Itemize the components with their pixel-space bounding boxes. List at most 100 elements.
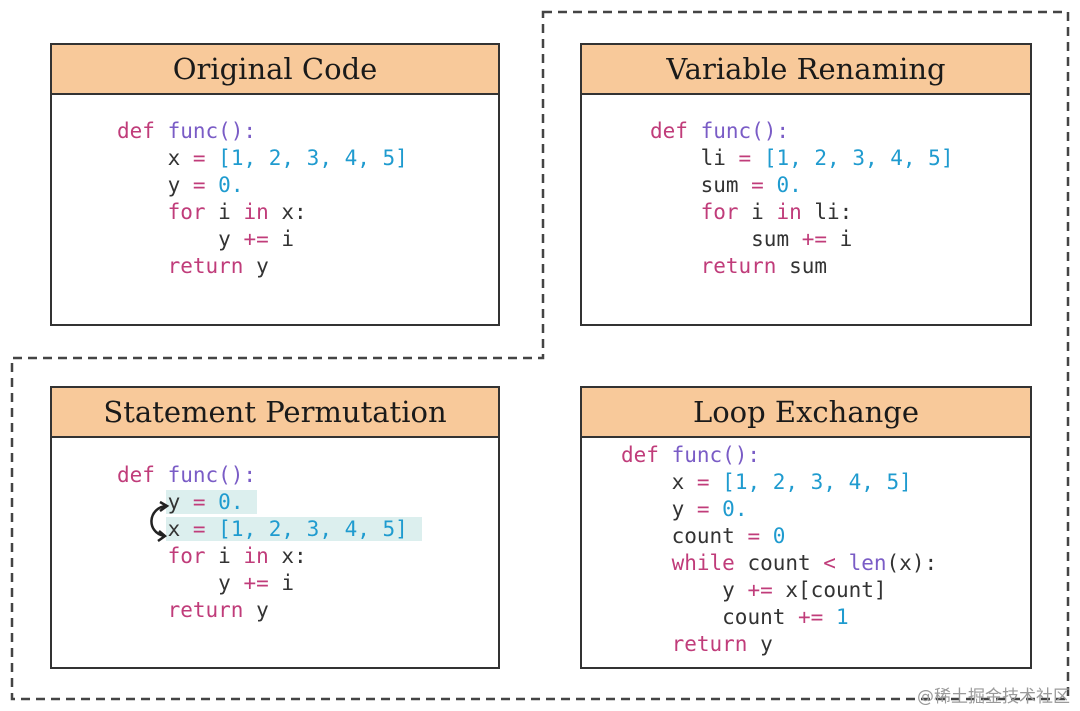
code-token: func(): xyxy=(167,463,257,487)
original-code-block: def func(): x = [1, 2, 3, 4, 5] y = 0. f… xyxy=(117,118,408,280)
code-line: for i in li: xyxy=(650,199,953,226)
code-token: = xyxy=(751,173,777,197)
code-token: def xyxy=(117,463,168,487)
code-token: += xyxy=(801,227,840,251)
code-token: = xyxy=(696,497,723,521)
code-token: x: xyxy=(281,200,307,224)
code-line: y += i xyxy=(117,226,408,253)
code-token: func(): xyxy=(167,119,257,143)
code-token: y xyxy=(760,632,773,656)
code-token: = xyxy=(738,146,764,170)
code-token: = xyxy=(696,470,723,494)
code-token: li xyxy=(700,146,739,170)
code-token: while xyxy=(671,551,748,575)
swap-arrow-icon xyxy=(150,500,170,543)
code-token: def xyxy=(650,119,701,143)
code-token: count xyxy=(671,524,748,548)
code-token: func(): xyxy=(700,119,790,143)
loop-exchange-panel: Loop Exchange xyxy=(580,386,1032,669)
code-token: i xyxy=(839,227,853,251)
code-token: li: xyxy=(814,200,853,224)
code-token: [1, 2, 3, 4, 5] xyxy=(722,470,912,494)
code-token: < xyxy=(823,551,849,575)
code-line: count += 1 xyxy=(621,604,937,631)
code-token: 0. xyxy=(776,173,802,197)
code-token: [1, 2, 3, 4, 5] xyxy=(218,146,408,170)
code-line: return sum xyxy=(650,253,953,280)
code-line: li = [1, 2, 3, 4, 5] xyxy=(650,145,954,172)
code-token: in xyxy=(243,200,282,224)
code-line: y = 0. xyxy=(117,489,422,516)
code-token: in xyxy=(243,544,282,568)
variable-renaming-panel: Variable Renaming xyxy=(580,43,1032,326)
code-line: def func(): xyxy=(650,118,953,145)
renaming-code-block: def func(): li = [1, 2, 3, 4, 5] sum = 0… xyxy=(650,118,953,280)
code-token: y xyxy=(218,227,244,251)
code-line: def func(): xyxy=(621,442,937,469)
code-line: sum = 0. xyxy=(650,172,953,199)
code-line: return y xyxy=(117,253,408,280)
code-token: = xyxy=(192,490,219,514)
code-token: (x): xyxy=(886,551,938,575)
code-token: = xyxy=(747,524,773,548)
code-line: y = 0. xyxy=(117,172,408,199)
code-line: def func(): xyxy=(117,462,422,489)
code-token: return xyxy=(167,598,257,622)
code-line: while count < len(x): xyxy=(621,550,938,577)
code-token: i xyxy=(218,544,244,568)
code-token: y xyxy=(671,497,697,521)
code-token: x xyxy=(167,517,193,541)
code-token: = xyxy=(192,173,219,197)
code-token: [1, 2, 3, 4, 5] xyxy=(218,517,408,541)
code-token: return xyxy=(700,254,790,278)
code-token: += xyxy=(798,605,836,629)
code-token: y xyxy=(722,578,748,602)
code-line: def func(): xyxy=(117,118,408,145)
code-token: def xyxy=(621,443,672,467)
code-token: i xyxy=(281,571,295,595)
code-token: y xyxy=(218,571,244,595)
code-token: x xyxy=(671,470,697,494)
panel-title: Statement Permutation xyxy=(52,388,498,438)
statement-permutation-panel: Statement Permutation xyxy=(50,386,500,669)
code-token: for xyxy=(167,544,219,568)
code-token: x: xyxy=(281,544,307,568)
original-code-panel: Original Code xyxy=(50,43,500,326)
code-token: sum xyxy=(789,254,828,278)
code-token: = xyxy=(192,517,219,541)
code-line: count = 0 xyxy=(621,523,937,550)
code-token: 1 xyxy=(835,605,849,629)
panel-title: Variable Renaming xyxy=(582,45,1030,95)
code-token: 0. xyxy=(218,490,244,514)
code-line: x = [1, 2, 3, 4, 5] xyxy=(621,469,937,496)
code-token: i xyxy=(281,227,295,251)
code-token: i xyxy=(218,200,244,224)
code-token: [1, 2, 3, 4, 5] xyxy=(763,146,954,170)
code-token: for xyxy=(700,200,752,224)
code-token: sum xyxy=(700,173,752,197)
code-line: return y xyxy=(117,597,422,624)
code-line: sum += i xyxy=(650,226,953,253)
code-token: i xyxy=(751,200,777,224)
loop-code-block: def func(): x = [1, 2, 3, 4, 5] y = 0. c… xyxy=(621,442,937,658)
code-token: for xyxy=(167,200,219,224)
code-line: for i in x: xyxy=(117,199,408,226)
code-token: += xyxy=(243,571,282,595)
code-line: for i in x: xyxy=(117,543,422,570)
code-line: return y xyxy=(621,631,937,658)
code-token: = xyxy=(192,146,219,170)
code-line: x = [1, 2, 3, 4, 5] xyxy=(117,145,408,172)
permutation-code-block: def func(): y = 0. x = [1, 2, 3, 4, 5] f… xyxy=(117,462,422,624)
code-line: y += i xyxy=(117,570,422,597)
code-token: += xyxy=(747,578,786,602)
code-token: len xyxy=(848,551,887,575)
code-token: in xyxy=(776,200,815,224)
code-line: y += x[count] xyxy=(621,577,937,604)
code-token: return xyxy=(671,632,761,656)
code-token: count xyxy=(747,551,824,575)
watermark: @稀土掘金技术社区 xyxy=(917,687,1070,707)
code-token: return xyxy=(167,254,257,278)
code-token: y xyxy=(256,254,269,278)
code-token: x xyxy=(167,146,193,170)
panel-title: Loop Exchange xyxy=(582,388,1030,438)
